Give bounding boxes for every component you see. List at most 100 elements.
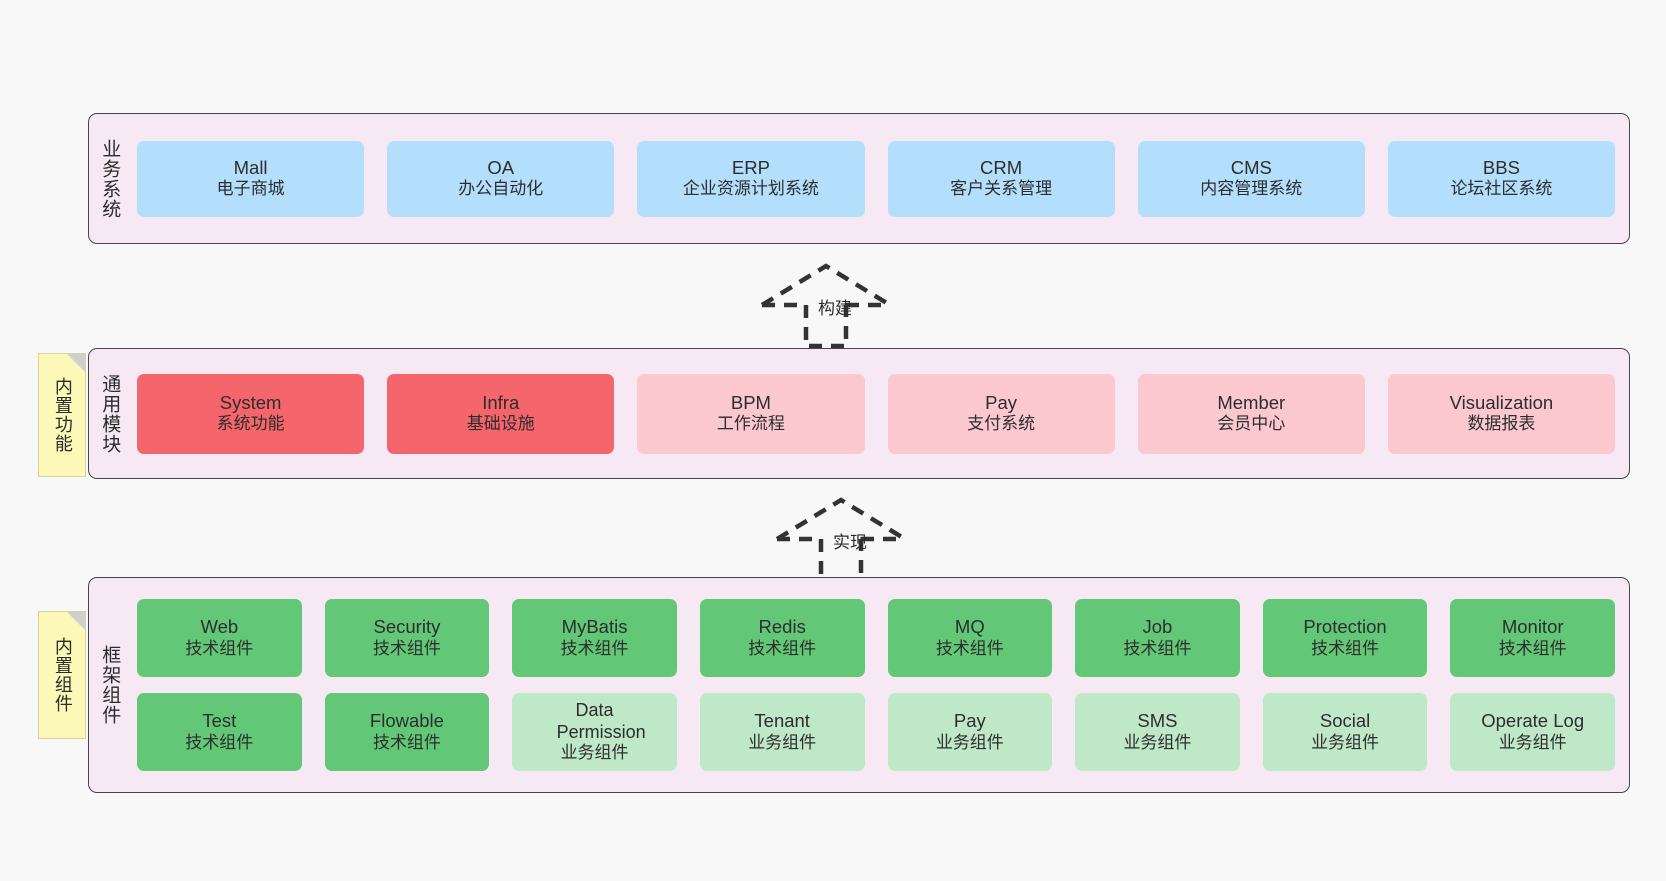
- box-subtitle: 技术组件: [560, 638, 629, 658]
- box-title: OA: [487, 156, 515, 178]
- box-subtitle: 技术组件: [1311, 638, 1380, 658]
- box-title: Security: [373, 616, 441, 638]
- layer-row: Mall 电子商城 OA 办公自动化 ERP 企业资源计划系统 CRM 客户关系…: [137, 140, 1616, 217]
- box-infra[interactable]: Infra 基础设施: [387, 373, 615, 454]
- layer-row: Test 技术组件 Flowable 技术组件 Data Permission …: [137, 693, 1615, 771]
- layer-body-common-module: System 系统功能 Infra 基础设施 BPM 工作流程 Pay 支付系统…: [129, 349, 1629, 478]
- box-tenant[interactable]: Tenant 业务组件: [699, 693, 865, 771]
- box-mq[interactable]: MQ 技术组件: [887, 599, 1053, 677]
- box-member[interactable]: Member 会员中心: [1137, 373, 1365, 454]
- box-subtitle: 业务组件: [748, 732, 817, 752]
- note-label: 内置功能: [52, 377, 73, 453]
- box-subtitle: 技术组件: [372, 638, 441, 658]
- box-title: Operate Log: [1481, 710, 1585, 732]
- box-title: SMS: [1137, 710, 1178, 732]
- box-security[interactable]: Security 技术组件: [324, 599, 490, 677]
- box-cms[interactable]: CMS 内容管理系统: [1137, 140, 1365, 217]
- box-title: MQ: [954, 616, 985, 638]
- box-subtitle: 客户关系管理: [950, 179, 1053, 199]
- connector-realize-label: 实现: [833, 533, 867, 552]
- box-system[interactable]: System 系统功能: [137, 373, 365, 454]
- box-title: Pay: [953, 710, 986, 732]
- box-job[interactable]: Job 技术组件: [1075, 599, 1240, 677]
- layer-body-framework-component: Web 技术组件 Security 技术组件 MyBatis 技术组件 Redi…: [129, 578, 1629, 792]
- box-erp[interactable]: ERP 企业资源计划系统: [637, 140, 865, 217]
- box-title: Test: [202, 710, 237, 732]
- box-data-permission[interactable]: Data Permission 业务组件: [512, 693, 677, 771]
- box-subtitle: 业务组件: [935, 732, 1004, 752]
- layer-row: System 系统功能 Infra 基础设施 BPM 工作流程 Pay 支付系统…: [137, 373, 1616, 454]
- box-web[interactable]: Web 技术组件: [137, 599, 302, 677]
- box-subtitle: 企业资源计划系统: [682, 179, 819, 199]
- box-title: CRM: [980, 156, 1023, 178]
- note-builtin-components: 内置组件: [38, 611, 86, 739]
- box-social[interactable]: Social 业务组件: [1262, 693, 1428, 771]
- box-subtitle: 支付系统: [967, 414, 1036, 434]
- box-subtitle: 基础设施: [466, 414, 535, 434]
- layer-row: Web 技术组件 Security 技术组件 MyBatis 技术组件 Redi…: [137, 599, 1615, 677]
- box-pay-module[interactable]: Pay 支付系统: [887, 373, 1115, 454]
- box-title: Social: [1319, 710, 1371, 732]
- box-pay-component[interactable]: Pay 业务组件: [887, 693, 1053, 771]
- box-title: Job: [1142, 616, 1173, 638]
- box-title: BPM: [730, 391, 771, 413]
- box-title: System: [219, 391, 282, 413]
- box-subtitle: 电子商城: [216, 179, 285, 199]
- box-subtitle: 会员中心: [1217, 414, 1286, 434]
- layer-business-system: 业务系统 Mall 电子商城 OA 办公自动化 ERP 企业资源计划系统 CRM…: [88, 113, 1630, 244]
- box-title: Monitor: [1501, 616, 1564, 638]
- box-title: Pay: [985, 391, 1018, 413]
- box-title: CMS: [1230, 156, 1272, 178]
- box-flowable[interactable]: Flowable 技术组件: [324, 693, 490, 771]
- layer-title-framework-component: 框架组件: [99, 645, 121, 725]
- box-subtitle: 系统功能: [216, 414, 285, 434]
- box-subtitle: 技术组件: [372, 732, 441, 752]
- box-test[interactable]: Test 技术组件: [137, 693, 302, 771]
- box-title: MyBatis: [561, 616, 628, 638]
- box-protection[interactable]: Protection 技术组件: [1262, 599, 1428, 677]
- box-subtitle: 技术组件: [185, 732, 254, 752]
- box-subtitle: 办公自动化: [458, 179, 544, 199]
- box-subtitle: 业务组件: [1311, 732, 1380, 752]
- box-title: Web: [200, 616, 239, 638]
- box-title: Tenant: [754, 710, 810, 732]
- box-title: Infra: [482, 391, 520, 413]
- box-subtitle: 技术组件: [748, 638, 817, 658]
- layer-body-business-system: Mall 电子商城 OA 办公自动化 ERP 企业资源计划系统 CRM 客户关系…: [129, 114, 1629, 243]
- connector-build-label: 构建: [818, 299, 852, 318]
- box-oa[interactable]: OA 办公自动化: [387, 140, 615, 217]
- box-title: Visualization: [1449, 391, 1554, 413]
- box-operate-log[interactable]: Operate Log 业务组件: [1450, 693, 1615, 771]
- box-title: Mall: [233, 156, 268, 178]
- box-crm[interactable]: CRM 客户关系管理: [887, 140, 1115, 217]
- box-mall[interactable]: Mall 电子商城: [137, 140, 365, 217]
- box-visualization[interactable]: Visualization 数据报表: [1387, 373, 1616, 454]
- box-subtitle: 技术组件: [185, 638, 254, 658]
- note-fold-corner: [67, 354, 85, 372]
- box-subtitle: 业务组件: [1498, 732, 1567, 752]
- box-monitor[interactable]: Monitor 技术组件: [1450, 599, 1615, 677]
- box-title: Protection: [1303, 616, 1387, 638]
- box-mybatis[interactable]: MyBatis 技术组件: [512, 599, 677, 677]
- box-subtitle: 论坛社区系统: [1450, 179, 1553, 199]
- box-title: Member: [1217, 391, 1286, 413]
- box-subtitle: 业务组件: [1123, 732, 1192, 752]
- box-sms[interactable]: SMS 业务组件: [1075, 693, 1240, 771]
- box-subtitle: 技术组件: [1123, 638, 1192, 658]
- box-title: Data Permission: [556, 700, 646, 742]
- box-subtitle: 技术组件: [935, 638, 1004, 658]
- box-subtitle: 工作流程: [716, 414, 785, 434]
- box-redis[interactable]: Redis 技术组件: [699, 599, 865, 677]
- note-label: 内置组件: [52, 637, 73, 713]
- layer-common-module: 通用模块 System 系统功能 Infra 基础设施 BPM 工作流程 Pay…: [88, 348, 1630, 479]
- box-subtitle: 数据报表: [1467, 414, 1536, 434]
- layer-title-business-system: 业务系统: [99, 138, 121, 219]
- box-title: BBS: [1482, 156, 1520, 178]
- layer-framework-component: 框架组件 Web 技术组件 Security 技术组件 MyBatis 技术组件…: [88, 577, 1630, 793]
- box-bpm[interactable]: BPM 工作流程: [637, 373, 865, 454]
- box-title: Flowable: [369, 710, 444, 732]
- box-bbs[interactable]: BBS 论坛社区系统: [1387, 140, 1616, 217]
- box-title: ERP: [731, 156, 770, 178]
- box-title: Redis: [758, 616, 806, 638]
